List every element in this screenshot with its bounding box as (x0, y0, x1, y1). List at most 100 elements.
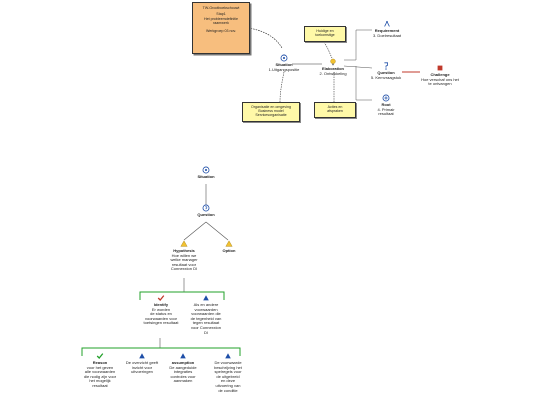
conditions-sub-2: voorwaarden (194, 306, 218, 312)
overview-sub-1: De overzicht geeft (125, 360, 159, 365)
identify-title: Identify (153, 302, 169, 307)
node-elaboration[interactable]: Elaboration 2. Ontwikkeling (314, 58, 352, 76)
group-bracket-1 (139, 291, 225, 300)
root-title: Root (381, 102, 391, 107)
challenge-sub-2: te ontvangen (428, 81, 452, 87)
group-bracket-2 (81, 347, 241, 356)
card-line-4: raamwerk (213, 21, 229, 26)
identify-sub-4: toetsingen resultaat (143, 320, 179, 326)
note-right-line-1: Acties en (327, 104, 343, 109)
card-line-2: Stap1 (216, 12, 226, 17)
project-card[interactable]: TW-Grootboekschouwt Stap1 Het probleemde… (192, 2, 250, 54)
reason-sub-1: voor het geven (86, 364, 114, 370)
node-overview[interactable]: De overzicht geeft inzicht voor uitvoeri… (120, 352, 164, 375)
note-top-line-1: Huidige en (316, 28, 334, 33)
triangle-icon (180, 353, 186, 359)
triangle-icon (203, 295, 209, 301)
note-top-line-2: toekomstige (315, 32, 335, 37)
triangle-icon (139, 353, 145, 359)
assumption-sub-1: De aangeduide (169, 364, 197, 370)
card-line-1: TW-Grootboekschouwt (202, 6, 240, 10)
reason-sub-3: die nodig zijn voor (83, 373, 117, 379)
situation-icon (280, 54, 288, 62)
question-icon (384, 62, 388, 70)
triangle-icon (225, 353, 231, 359)
overview-sub-3: uitvoeringen (131, 369, 153, 375)
situation-sub: 1.Uitgangspositie (268, 66, 300, 72)
node-situation-top[interactable]: Situation 1.Uitgangspositie (266, 54, 302, 72)
lightbulb-icon (330, 58, 336, 66)
node-reason[interactable]: Reason voor het geven alle voorwaarden d… (78, 352, 122, 389)
node-assumption[interactable]: assumption De aangeduide integraties con… (162, 352, 204, 384)
edge-note-elaboration (323, 41, 333, 59)
overview-sub-2: inzicht voor (131, 364, 153, 370)
edge-elaboration-requirement (344, 29, 372, 61)
question-title: Question (377, 70, 395, 75)
edge-card-situation (247, 27, 283, 49)
hypothesis-title: Hypothesis (173, 248, 195, 253)
rules-sub-1: De voorwaarde (214, 360, 242, 365)
challenge-icon (437, 65, 443, 71)
assumption-sub-3: controles voor (170, 373, 196, 379)
elaboration-sub: 2. Ontwikkeling (319, 70, 347, 76)
edge-elaboration-root (355, 66, 372, 101)
node-situation-tree[interactable]: Situation (188, 166, 224, 180)
note-left-line-1: Organisatie en omgeving (251, 104, 291, 109)
node-hypothesis[interactable]: Hypothesis Hoe willen we welke manager r… (162, 240, 206, 272)
root-icon (382, 94, 390, 102)
reason-sub-4: het mogelijk (89, 378, 111, 384)
question-icon (202, 204, 210, 212)
conditions-sub-7: DI (204, 329, 208, 335)
identify-sub-2: de status en (150, 311, 172, 317)
note-actions[interactable]: Acties en afspraken (314, 102, 356, 118)
edge-elaboration-question (343, 65, 373, 69)
identify-sub-1: Er worden (151, 306, 171, 312)
node-option[interactable]: Option (214, 240, 244, 254)
tree-question-title: Question (197, 212, 215, 217)
requirement-sub: 3. Doelresultaat (372, 32, 401, 38)
card-line-3: Het probleemdefinitie (204, 16, 238, 21)
node-conditions[interactable]: Als en andere voorwaarden voorwaarden di… (186, 294, 226, 335)
checkmark-green-icon (96, 353, 104, 359)
reason-title: Reason (92, 360, 108, 365)
checkmark-red-icon (157, 295, 165, 301)
hypothesis-sub-1: Hoe willen we (171, 252, 197, 258)
elaboration-title: Elaboration (321, 66, 344, 71)
node-rules[interactable]: De voorwaarde beschrijving het spelregel… (206, 352, 250, 393)
conditions-sub-3: voorwaarden die (191, 311, 221, 317)
conditions-sub-1: Als en andere (193, 302, 219, 307)
node-identify[interactable]: Identify Er worden de status en voorwaar… (136, 294, 186, 326)
situation-icon (202, 166, 210, 174)
reason-sub-2: alle voorwaarden (84, 369, 116, 375)
conditions-sub-5: tegen resultaat (192, 320, 220, 326)
note-organisation[interactable]: Organisatie en omgeving Business model S… (242, 102, 300, 122)
hypothesis-sub-3: resultaat voor (171, 261, 197, 267)
rules-sub-5: en deze (220, 378, 236, 384)
identify-sub-3: voorwaarden voor (144, 315, 178, 321)
challenge-sub-1: Hoe verschaf ons het (421, 76, 459, 82)
hypothesis-sub-2: welke manager (170, 257, 198, 263)
root-sub-1: 4. Primair (377, 106, 395, 112)
requirement-title: Requirement (374, 28, 400, 33)
reason-sub-5: resultaat (92, 382, 108, 388)
assumption-sub-4: aanmaken (173, 378, 193, 384)
node-question-top[interactable]: Question 5. Kernvraagstuk (366, 62, 406, 80)
edge-question-hypothesis (183, 221, 207, 241)
assumption-title: assumption (171, 360, 195, 365)
conditions-sub-6: voor Connexxion (190, 324, 222, 330)
hypothesis-icon (180, 240, 188, 247)
challenge-title: Challenge (430, 72, 450, 77)
edge-noteleft-situation (279, 71, 285, 103)
rules-sub-7: de conditie (218, 387, 238, 393)
question-sub: 5. Kernvraagstuk (370, 74, 402, 80)
node-challenge[interactable]: Challenge Hoe verschaf ons het te ontvan… (416, 64, 464, 87)
option-title: Option (222, 248, 236, 253)
rules-sub-2: beschrijving het (214, 364, 242, 370)
note-current-future[interactable]: Huidige en toekomstige (304, 26, 346, 42)
node-requirement[interactable]: Requirement 3. Doelresultaat (368, 20, 406, 38)
option-icon (225, 240, 233, 247)
rules-sub-3: spelregels voor (214, 369, 242, 375)
node-root[interactable]: Root 4. Primair resultaat (368, 94, 404, 117)
node-question-tree[interactable]: Question (188, 204, 224, 218)
